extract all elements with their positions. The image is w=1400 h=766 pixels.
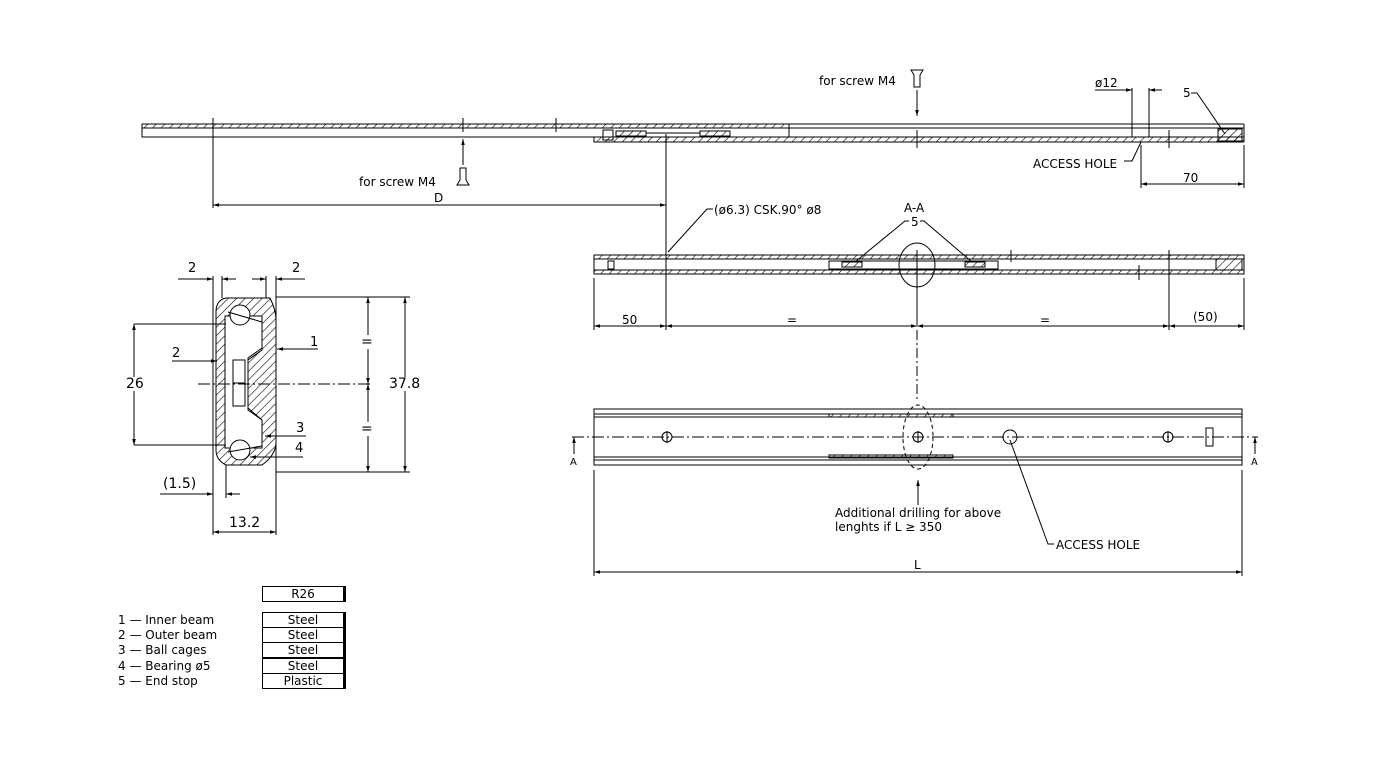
dimension-50: 50 [622, 313, 638, 327]
access-hole-label-top: ACCESS HOLE [1033, 157, 1118, 171]
cross-section-view [132, 276, 410, 535]
part-label-1: 1 — Inner beam [118, 613, 215, 627]
drilling-note-line1: Additional drilling for above [835, 506, 1002, 520]
callout-5-section: 5 [911, 215, 919, 229]
dimension-hole-diameter: ø12 [1095, 76, 1118, 90]
callout-4: 4 [295, 441, 304, 456]
dimension-2-top-left: 2 [188, 261, 197, 276]
section-mark-left: A [570, 457, 577, 468]
plan-view [572, 404, 1258, 576]
screw-note-left: for screw M4 [359, 175, 436, 189]
part-label-4: 4 — Bearing ø5 [118, 659, 211, 673]
dimension-equal-right: = [1040, 313, 1051, 327]
callout-3: 3 [296, 421, 305, 436]
material-cell-4: Steel [262, 658, 346, 674]
part-label-2: 2 — Outer beam [118, 628, 218, 642]
dimension-70: 70 [1183, 171, 1199, 185]
callout-1: 1 [310, 335, 319, 350]
access-hole-label-plan: ACCESS HOLE [1056, 538, 1141, 552]
material-cell-3: Steel [262, 642, 346, 658]
screw-note-right: for screw M4 [819, 74, 896, 88]
section-label: A-A [904, 201, 925, 215]
dimension-1-5: (1.5) [163, 476, 197, 492]
material-cell-2: Steel [262, 627, 346, 643]
part-label-3: 3 — Ball cages [118, 643, 207, 657]
dimension-l: L [914, 558, 921, 572]
drilling-note-line2: lenghts if L ≥ 350 [835, 520, 942, 534]
material-cell-1: Steel [262, 612, 346, 628]
section-a-a-view [593, 208, 1245, 400]
dimension-50-reference: (50) [1193, 310, 1218, 324]
dimension-equal-top: = [361, 334, 373, 350]
section-mark-right: A [1251, 457, 1258, 468]
dimension-2-mid-left: 2 [172, 346, 181, 361]
dimension-26: 26 [126, 376, 144, 392]
dimension-d: D [434, 191, 444, 205]
countersink-note: (ø6.3) CSK.90° ø8 [714, 203, 822, 217]
material-cell-5: Plastic [262, 673, 346, 689]
part-label-5: 5 — End stop [118, 674, 198, 688]
dimension-equal-bottom: = [361, 421, 373, 437]
dimension-2-top-right: 2 [292, 261, 301, 276]
model-cell: R26 [262, 586, 346, 602]
dimension-equal-left: = [787, 313, 798, 327]
callout-5-top: 5 [1183, 86, 1191, 100]
dimension-13-2: 13.2 [229, 515, 261, 531]
dimension-37-8: 37.8 [389, 376, 421, 392]
top-view [141, 69, 1245, 258]
